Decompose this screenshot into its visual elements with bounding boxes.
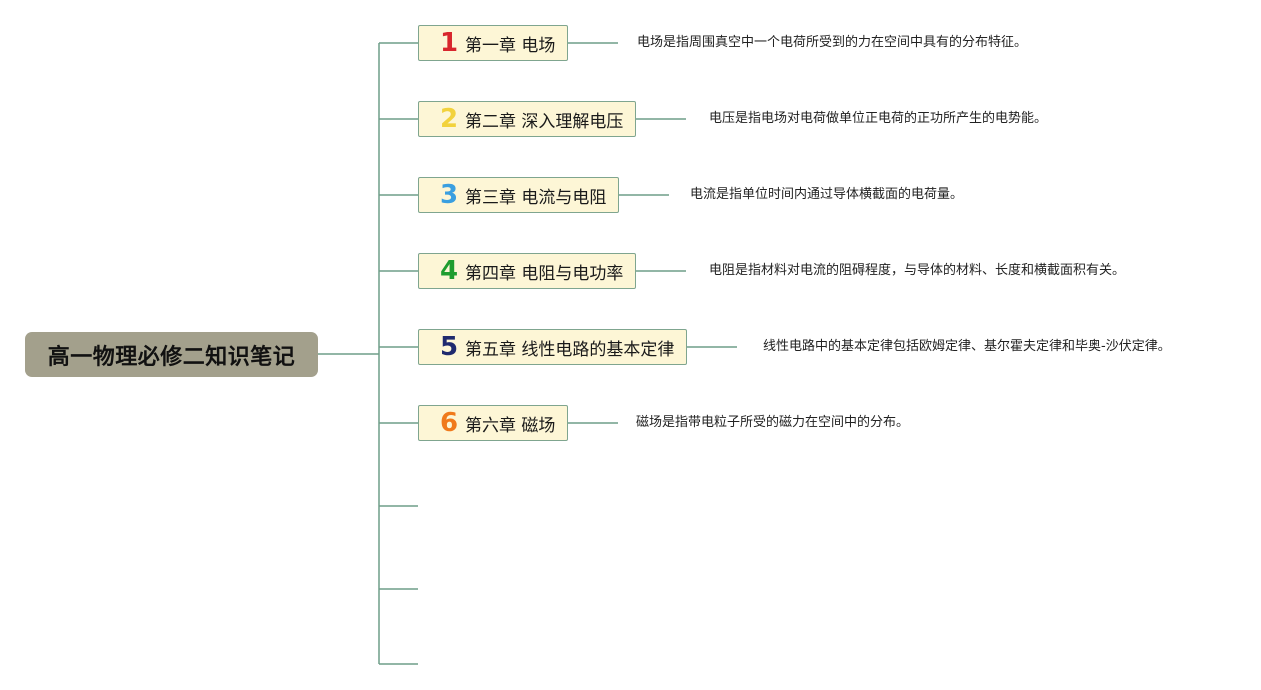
topic-node-3[interactable]: 3 第三章 电流与电阻: [418, 177, 620, 213]
number-badge-5: 5: [439, 332, 459, 362]
topic-node-2[interactable]: 2 第二章 深入理解电压: [418, 101, 637, 137]
number-badge-6: 6: [439, 408, 459, 438]
topic-note-3[interactable]: 电流是指单位时间内通过导体横截面的电荷量。: [690, 187, 964, 202]
number-badge-4: 4: [439, 256, 459, 286]
topic-label-6: 第六章 磁场: [465, 415, 556, 436]
topic-label-1: 第一章 电场: [465, 35, 556, 56]
topic-node-6[interactable]: 6 第六章 磁场: [418, 405, 569, 441]
topic-node-5[interactable]: 5 第五章 线性电路的基本定律: [418, 329, 688, 365]
topic-note-6[interactable]: 磁场是指带电粒子所受的磁力在空间中的分布。: [636, 415, 910, 430]
topic-label-5: 第五章 线性电路的基本定律: [465, 339, 675, 360]
topic-node-4[interactable]: 4 第四章 电阻与电功率: [418, 253, 637, 289]
topic-note-1[interactable]: 电场是指周围真空中一个电荷所受到的力在空间中具有的分布特征。: [637, 35, 1028, 50]
topic-note-2[interactable]: 电压是指电场对电荷做单位正电荷的正功所产生的电势能。: [709, 111, 1048, 126]
topic-label-4: 第四章 电阻与电功率: [465, 263, 624, 284]
number-badge-3: 3: [439, 180, 459, 210]
root-node[interactable]: 高一物理必修二知识笔记: [25, 332, 318, 377]
topic-label-2: 第二章 深入理解电压: [465, 111, 624, 132]
topic-note-5[interactable]: 线性电路中的基本定律包括欧姆定律、基尔霍夫定律和毕奥-沙伏定律。: [763, 339, 1171, 354]
number-badge-2: 2: [439, 104, 459, 134]
topic-node-1[interactable]: 1 第一章 电场: [418, 25, 569, 61]
number-badge-1: 1: [439, 28, 459, 58]
root-title: 高一物理必修二知识笔记: [47, 344, 296, 370]
topic-note-4[interactable]: 电阻是指材料对电流的阻碍程度，与导体的材料、长度和横截面积有关。: [709, 263, 1126, 278]
topic-label-3: 第三章 电流与电阻: [465, 187, 607, 208]
